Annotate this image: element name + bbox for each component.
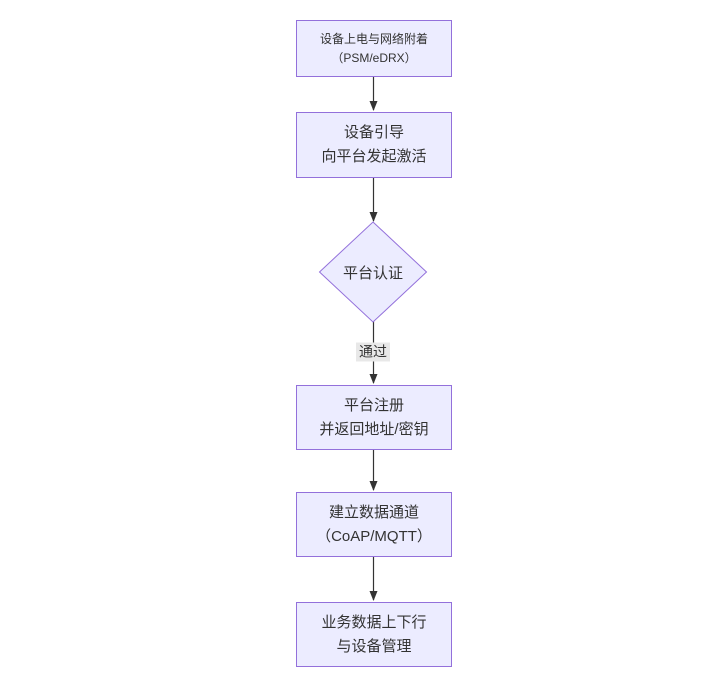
node-label-line: 并返回地址/密钥 [319,420,429,438]
node-label-line: （CoAP/MQTT） [316,527,432,545]
node-label-line: 设备上电与网络附着 [319,31,428,46]
node-label-line: 与设备管理 [336,637,412,655]
node-label-line: 平台认证 [342,264,403,282]
node-platform-register: 平台注册 并返回地址/密钥 [296,385,452,450]
node-label-line: （PSM/eDRX） [331,50,417,65]
node-label-line: 向平台发起激活 [321,148,427,165]
decision-platform-auth: 平台认证 [318,221,428,323]
node-label-line: 建立数据通道 [328,503,419,521]
node-device-bootstrap: 设备引导 向平台发起激活 [296,112,452,178]
node-label-line: 平台注册 [343,396,404,414]
node-label-line: 设备引导 [343,124,404,141]
node-power-network-attach: 设备上电与网络附着 （PSM/eDRX） [296,20,452,77]
diamond-shape [318,221,428,323]
node-label-line: 业务数据上下行 [321,613,427,631]
edge-label-pass: 通过 [356,342,390,362]
node-data-channel: 建立数据通道 （CoAP/MQTT） [296,492,452,557]
node-business-data-mgmt: 业务数据上下行 与设备管理 [296,602,452,667]
